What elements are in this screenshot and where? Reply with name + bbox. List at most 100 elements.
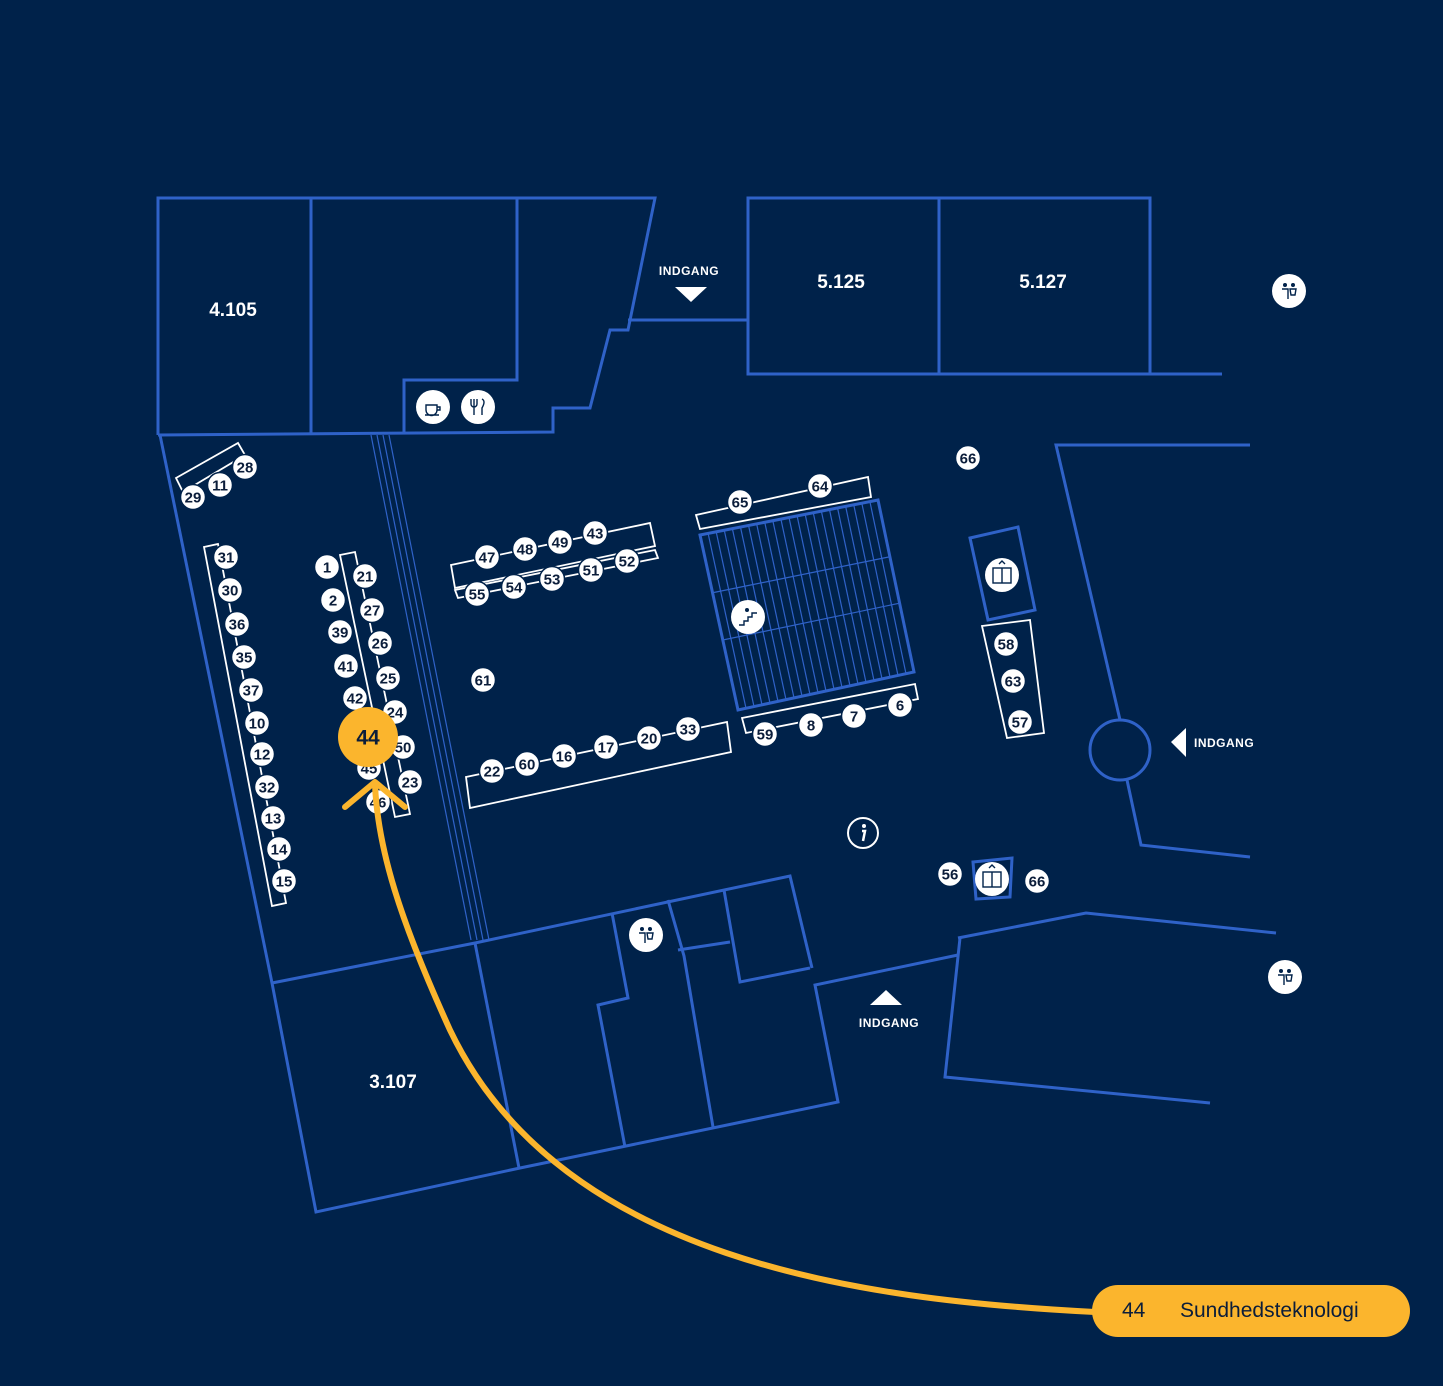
booth-marker[interactable]: 8 [797,711,825,739]
booth-marker[interactable]: 37 [237,676,265,704]
booth-circle [358,596,386,624]
booth-circle [248,740,276,768]
booth-circle [313,553,341,581]
stair-step [845,506,883,680]
booth-number: 17 [598,740,615,757]
booth-marker[interactable]: 65 [726,488,754,516]
booth-marker[interactable]: 55 [463,580,491,608]
booth-circle [463,580,491,608]
booth-marker[interactable]: 7 [840,702,868,730]
booth-marker[interactable]: 11 [206,471,234,499]
entrance-label: INDGANG [859,1016,919,1030]
booth-marker[interactable]: 13 [259,804,287,832]
booth-marker[interactable]: 6 [886,691,914,719]
booth-number: 31 [218,550,235,567]
booth-circle [500,573,528,601]
exhibitor-callout[interactable]: 44 Sundhedsteknologi [1092,1285,1410,1337]
booth-number: 11 [212,478,228,495]
booth-marker[interactable]: 21 [351,562,379,590]
booth-marker[interactable]: 20 [635,724,663,752]
highlight-booth-marker[interactable]: 44 [338,707,398,767]
booth-marker[interactable]: 53 [538,565,566,593]
booth-marker[interactable]: 61 [469,666,497,694]
booth-marker[interactable]: 58 [992,630,1020,658]
booth-marker[interactable]: 32 [253,773,281,801]
booth-number: 37 [243,683,260,700]
booth-marker[interactable]: 25 [374,664,402,692]
booth-marker[interactable]: 17 [592,733,620,761]
booth-marker[interactable]: 31 [212,543,240,571]
booth-number: 64 [812,479,829,496]
stair-landing [712,556,890,594]
booth-circle [396,768,424,796]
booth-marker[interactable]: 41 [332,652,360,680]
entrance-arrow-up-icon [870,990,902,1005]
booth-number: 20 [641,731,658,748]
booth-number: 8 [807,718,815,735]
booth-marker[interactable]: 22 [478,757,506,785]
booth-number: 48 [517,542,534,559]
booth-marker[interactable]: 33 [674,715,702,743]
booth-marker[interactable]: 47 [473,543,501,571]
booth-marker[interactable]: 35 [230,643,258,671]
booth-marker[interactable]: 49 [546,528,574,556]
booth-circle [751,720,779,748]
booth-marker[interactable]: 23 [396,768,424,796]
stair-step [812,512,851,686]
entrance-right: INDGANG [1171,728,1254,757]
booth-number: 56 [942,867,959,884]
booth-marker[interactable]: 10 [243,709,271,737]
booth-circle [1006,708,1034,736]
booth-marker[interactable]: 60 [513,750,541,778]
booth-marker[interactable]: 66 [954,444,982,472]
booth-circle [592,733,620,761]
booth-marker[interactable]: 59 [751,720,779,748]
booth-marker[interactable]: 15 [270,867,298,895]
booth-marker[interactable]: 30 [216,576,244,604]
booth-marker[interactable]: 12 [248,740,276,768]
booth-circle [212,543,240,571]
elevator-housing-small [971,856,1014,901]
route-arrow [372,782,1098,1315]
booth-marker[interactable]: 2 [319,586,347,614]
booth-marker[interactable]: 14 [265,835,293,863]
booth-marker[interactable]: 48 [511,535,539,563]
room-label: 4.105 [209,300,257,321]
booth-marker[interactable]: 36 [223,610,251,638]
booth-circle [237,676,265,704]
booth-number: 24 [387,705,404,722]
booth-marker[interactable]: 28 [231,453,259,481]
booth-number: 30 [222,583,239,600]
booth-number: 41 [338,659,355,676]
booth-circle [206,471,234,499]
booth-circle [581,519,609,547]
booth-number: 63 [1005,674,1022,691]
elevator-housing [968,525,1037,622]
booth-circle [511,535,539,563]
booth-marker[interactable]: 56 [936,860,964,888]
booth-circle [936,860,964,888]
booth-marker[interactable]: 1 [313,553,341,581]
booth-marker[interactable]: 29 [179,483,207,511]
booth-marker[interactable]: 42 [341,684,369,712]
booth-marker[interactable]: 43 [581,519,609,547]
booth-marker[interactable]: 63 [999,667,1027,695]
booth-marker[interactable]: 66 [1023,867,1051,895]
booth-circle [886,691,914,719]
booth-marker[interactable]: 52 [613,547,641,575]
booth-marker[interactable]: 51 [577,556,605,584]
booth-circle [1023,867,1051,895]
booth-marker[interactable]: 26 [366,629,394,657]
booth-number: 50 [395,740,412,757]
booth-marker[interactable]: 39 [326,618,354,646]
booth-marker[interactable]: 27 [358,596,386,624]
info-icon[interactable] [847,817,879,849]
booth-marker[interactable]: 54 [500,573,528,601]
booth-number: 7 [850,709,858,726]
booth-marker[interactable]: 16 [550,742,578,770]
stair-step [772,520,811,695]
entrance-arrow-left-icon [1171,728,1186,757]
booth-marker[interactable]: 57 [1006,708,1034,736]
booth-marker[interactable]: 64 [806,472,834,500]
